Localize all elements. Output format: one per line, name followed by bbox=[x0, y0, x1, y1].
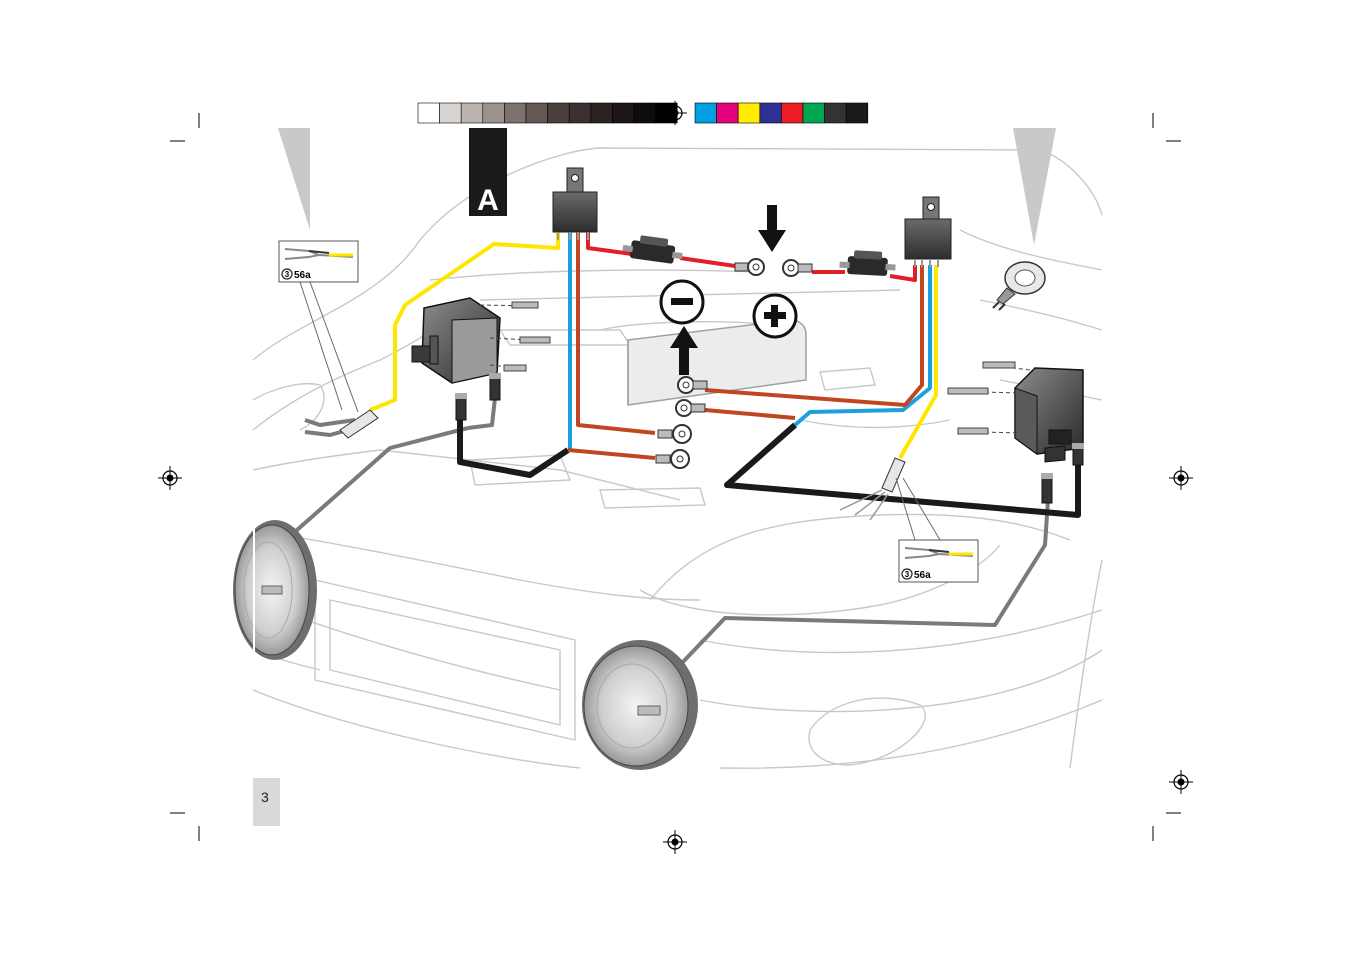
color-swatch bbox=[781, 103, 803, 123]
relay-icon bbox=[553, 168, 597, 240]
page-number: 3 bbox=[261, 789, 269, 805]
connector-symbol: 3 bbox=[285, 270, 290, 279]
arrow-down-icon bbox=[758, 205, 786, 252]
fog-lamp-right bbox=[582, 640, 698, 770]
registration-mark-icon bbox=[663, 830, 687, 854]
color-swatch bbox=[738, 103, 760, 123]
color-swatch-bar bbox=[695, 103, 868, 123]
grey-swatch bbox=[569, 103, 591, 123]
callout-box-left: 3 56a bbox=[279, 241, 358, 282]
grey-swatch bbox=[548, 103, 570, 123]
fuse-icon bbox=[839, 250, 896, 277]
fuse-icon bbox=[622, 233, 685, 265]
grey-swatch bbox=[504, 103, 526, 123]
grey-swatch bbox=[591, 103, 613, 123]
color-swatch bbox=[760, 103, 782, 123]
marker-triangle bbox=[278, 128, 310, 230]
section-tab: A bbox=[469, 128, 507, 217]
color-swatch bbox=[717, 103, 739, 123]
grey-swatch bbox=[526, 103, 548, 123]
grey-swatch bbox=[483, 103, 505, 123]
callout-box-right: 3 56a bbox=[899, 540, 978, 582]
relay-icon bbox=[905, 197, 951, 267]
grey-swatch bbox=[418, 103, 440, 123]
registration-mark-icon bbox=[1169, 770, 1193, 794]
negative-terminal-symbol bbox=[661, 281, 703, 323]
grey-swatch bbox=[461, 103, 483, 123]
ring-terminal-icon bbox=[735, 259, 764, 275]
marker-triangle bbox=[1013, 128, 1056, 245]
ring-terminal-icon bbox=[676, 400, 705, 416]
color-swatch bbox=[825, 103, 847, 123]
grey-swatch bbox=[440, 103, 462, 123]
grey-swatch bbox=[634, 103, 656, 123]
connector-symbol: 3 bbox=[905, 570, 910, 579]
switch-module-icon bbox=[412, 298, 500, 383]
color-swatch bbox=[803, 103, 825, 123]
ring-terminal-icon bbox=[656, 450, 689, 468]
ring-terminal-icon bbox=[658, 425, 691, 443]
section-letter: A bbox=[477, 184, 499, 217]
color-swatch bbox=[695, 103, 717, 123]
page-number-tab: 3 bbox=[253, 778, 280, 826]
color-swatch bbox=[846, 103, 868, 123]
bulb-icon bbox=[993, 262, 1045, 310]
connector-label: 56a bbox=[914, 570, 931, 581]
registration-mark-icon bbox=[1169, 466, 1193, 490]
positive-terminal-symbol bbox=[754, 295, 796, 337]
wire-connector bbox=[340, 373, 1084, 520]
grey-swatch bbox=[612, 103, 634, 123]
grey-scale-bar bbox=[418, 103, 677, 123]
ring-terminal-icon bbox=[783, 260, 812, 276]
connector-label: 56a bbox=[294, 270, 311, 281]
